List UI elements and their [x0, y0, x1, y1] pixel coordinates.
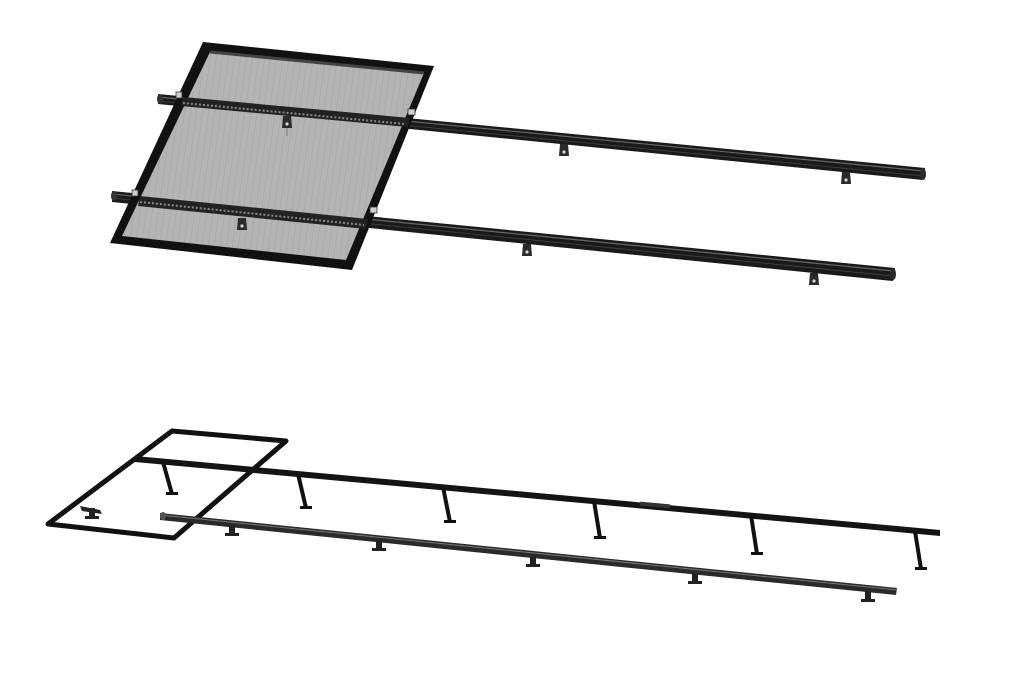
mounting-foot — [861, 591, 875, 602]
standoff-leg — [592, 500, 606, 539]
panel-clamp — [131, 189, 139, 197]
mounting-foot — [526, 556, 540, 567]
panel-frame-outline — [45, 428, 289, 541]
mounting-foot — [688, 573, 702, 584]
standoff-leg — [441, 486, 456, 523]
mounting-bracket — [282, 116, 292, 136]
bottom-rail-lower — [159, 512, 898, 595]
panel-clamp — [175, 91, 183, 99]
mounting-bracket — [237, 218, 247, 230]
standoff-leg — [296, 473, 312, 509]
standoff-leg — [913, 530, 927, 570]
top-assembly — [110, 42, 926, 285]
mounting-bracket — [841, 172, 851, 184]
top-brackets — [237, 116, 851, 285]
panel-clamp — [407, 108, 416, 116]
bottom-rail-upper — [135, 456, 940, 536]
rail-feet — [85, 508, 875, 602]
frame-bracket — [80, 506, 102, 514]
bottom-assembly — [45, 428, 940, 602]
standoff-legs — [161, 461, 927, 570]
mounting-foot — [225, 525, 239, 536]
standoff-leg — [749, 514, 763, 555]
solar-panel — [110, 42, 434, 270]
standoff-leg — [161, 461, 178, 495]
mounting-foot — [372, 540, 386, 551]
mounting-bracket — [522, 244, 532, 256]
panel-clamp — [369, 206, 378, 214]
mounting-foot — [85, 508, 99, 519]
mounting-bracket — [559, 144, 569, 156]
mounting-bracket — [809, 273, 819, 285]
